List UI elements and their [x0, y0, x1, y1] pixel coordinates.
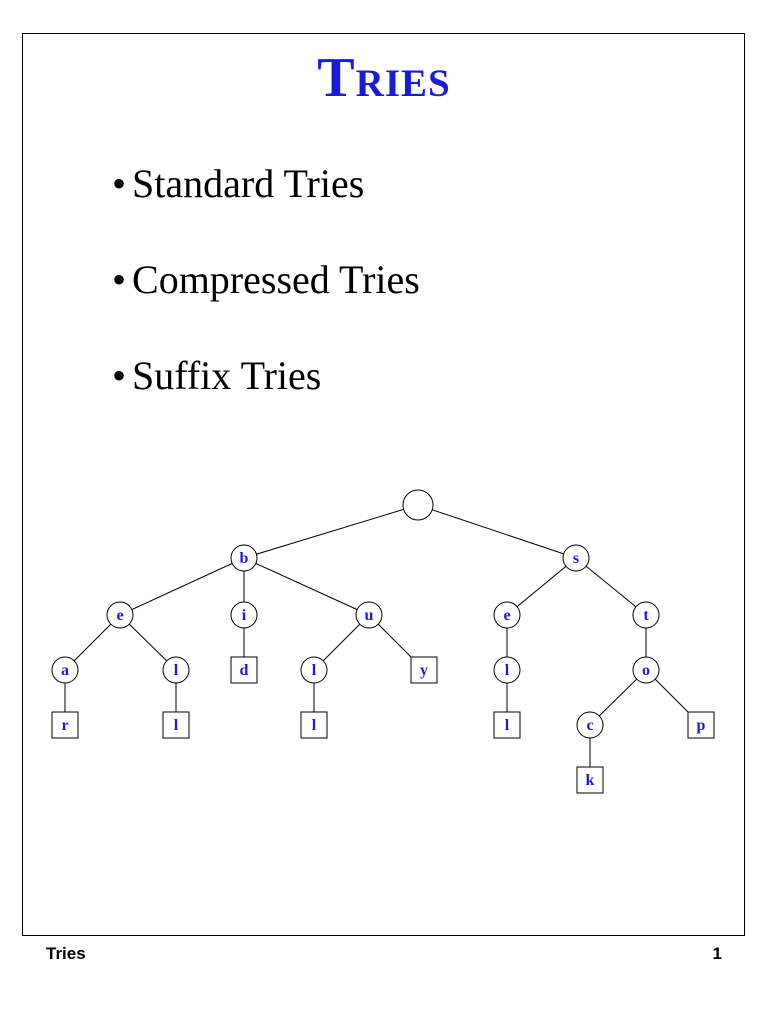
- trie-leaf-node: y: [410, 656, 438, 684]
- trie-node: t: [632, 601, 660, 629]
- node-circle: [162, 656, 190, 684]
- node-circle: [632, 656, 660, 684]
- node-square: [576, 766, 604, 794]
- node-label: l: [174, 662, 179, 679]
- bullet-dot-icon: •: [112, 353, 127, 398]
- node-circle: [632, 601, 660, 629]
- node-label: o: [642, 662, 650, 679]
- node-label: p: [697, 717, 706, 734]
- node-square: [51, 711, 79, 739]
- bullet-text: Standard Tries: [132, 161, 365, 206]
- node-label: s: [573, 550, 579, 567]
- node-label: i: [242, 607, 247, 624]
- node-circle: [51, 656, 79, 684]
- bullet-text: Compressed Tries: [132, 257, 420, 302]
- trie-node: o: [632, 656, 660, 684]
- node-circle: [576, 711, 604, 739]
- node-circle: [106, 601, 134, 629]
- node-label: r: [61, 717, 68, 734]
- slide-title: Tries: [317, 47, 451, 109]
- node-label: l: [174, 717, 179, 734]
- trie-nodes: b s e i u e t a l d l y l o r l l l c p k: [51, 489, 715, 794]
- node-circle: [402, 489, 434, 521]
- trie-edge: [243, 557, 370, 616]
- trie-node: s: [562, 544, 590, 572]
- node-label: e: [503, 607, 510, 624]
- trie-edge: [243, 504, 419, 559]
- trie-leaf-node: d: [230, 656, 258, 684]
- footer-title: Tries: [46, 944, 86, 963]
- node-circle: [230, 601, 258, 629]
- node-square: [300, 711, 328, 739]
- trie-node: u: [355, 601, 383, 629]
- node-label: d: [240, 662, 249, 679]
- bullet-dot-icon: •: [112, 257, 127, 302]
- node-square: [687, 711, 715, 739]
- trie-edges: [64, 504, 702, 780]
- trie-leaf-node: l: [162, 711, 190, 739]
- node-label: l: [505, 717, 510, 734]
- node-label: k: [586, 772, 595, 789]
- trie-node: i: [230, 601, 258, 629]
- bullet-item: •Suffix Tries: [112, 350, 420, 446]
- trie-node: a: [51, 656, 79, 684]
- node-circle: [300, 656, 328, 684]
- trie-leaf-node: p: [687, 711, 715, 739]
- node-label: u: [365, 607, 374, 624]
- trie-leaf-node: r: [51, 711, 79, 739]
- trie-edge: [417, 504, 577, 559]
- bullet-dot-icon: •: [112, 161, 127, 206]
- node-square: [493, 711, 521, 739]
- slide-frame: [22, 33, 745, 936]
- trie-node: c: [576, 711, 604, 739]
- node-label: c: [586, 717, 593, 734]
- trie-node: l: [493, 656, 521, 684]
- node-square: [410, 656, 438, 684]
- trie-node: [402, 489, 434, 521]
- node-square: [230, 656, 258, 684]
- node-label: y: [420, 662, 428, 679]
- bullet-list: •Standard Tries •Compressed Tries •Suffi…: [112, 158, 420, 446]
- trie-leaf-node: l: [493, 711, 521, 739]
- node-circle: [493, 601, 521, 629]
- trie-leaf-node: l: [300, 711, 328, 739]
- bullet-item: •Compressed Tries: [112, 254, 420, 350]
- trie-node: b: [230, 544, 258, 572]
- node-circle: [230, 544, 258, 572]
- node-label: t: [643, 607, 649, 624]
- node-label: e: [116, 607, 123, 624]
- bullet-text: Suffix Tries: [132, 353, 322, 398]
- node-square: [162, 711, 190, 739]
- node-label: b: [240, 550, 249, 567]
- node-label: l: [312, 717, 317, 734]
- trie-leaf-node: k: [576, 766, 604, 794]
- trie-edge: [506, 557, 577, 616]
- node-label: a: [61, 662, 69, 679]
- trie-node: e: [493, 601, 521, 629]
- node-label: l: [312, 662, 317, 679]
- node-circle: [493, 656, 521, 684]
- trie-edge: [575, 557, 647, 616]
- node-label: l: [505, 662, 510, 679]
- page-number: 1: [712, 944, 722, 963]
- trie-node: e: [106, 601, 134, 629]
- node-circle: [355, 601, 383, 629]
- trie-node: l: [162, 656, 190, 684]
- trie-edge: [119, 557, 245, 616]
- bullet-item: •Standard Tries: [112, 158, 420, 254]
- node-circle: [562, 544, 590, 572]
- trie-node: l: [300, 656, 328, 684]
